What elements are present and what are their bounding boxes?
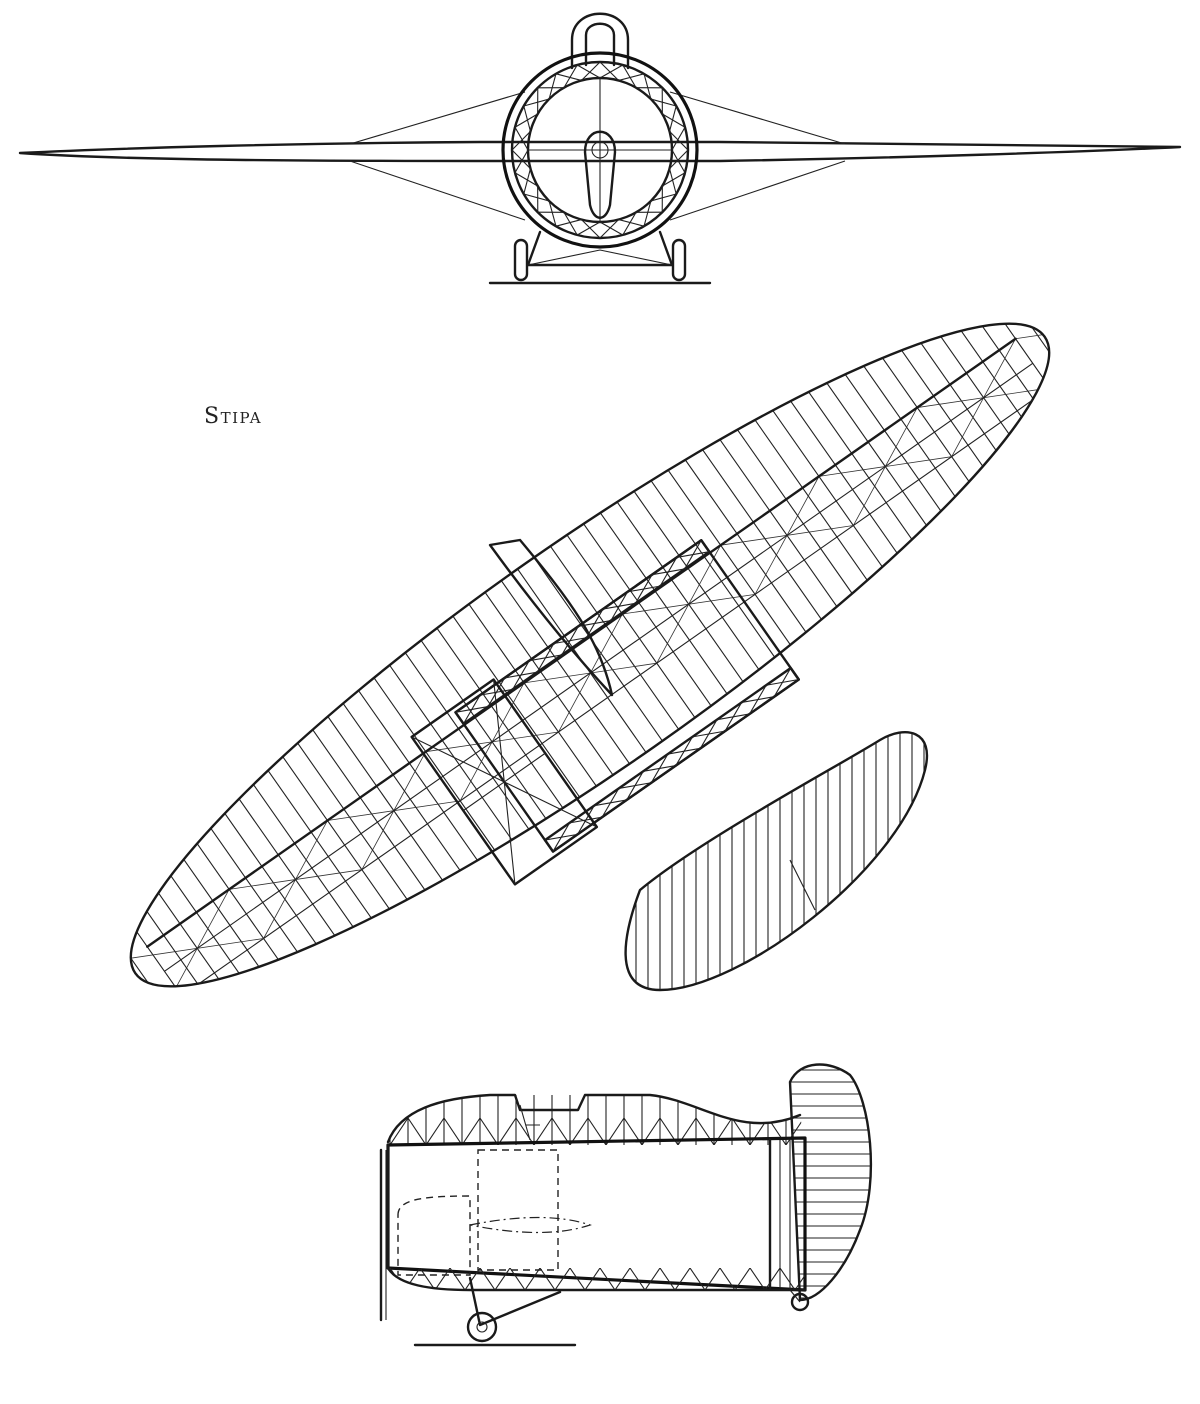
side-view	[381, 1065, 880, 1345]
plate-title: Stipa	[204, 404, 262, 429]
plan-view	[68, 237, 1148, 1073]
front-view	[20, 14, 1180, 283]
